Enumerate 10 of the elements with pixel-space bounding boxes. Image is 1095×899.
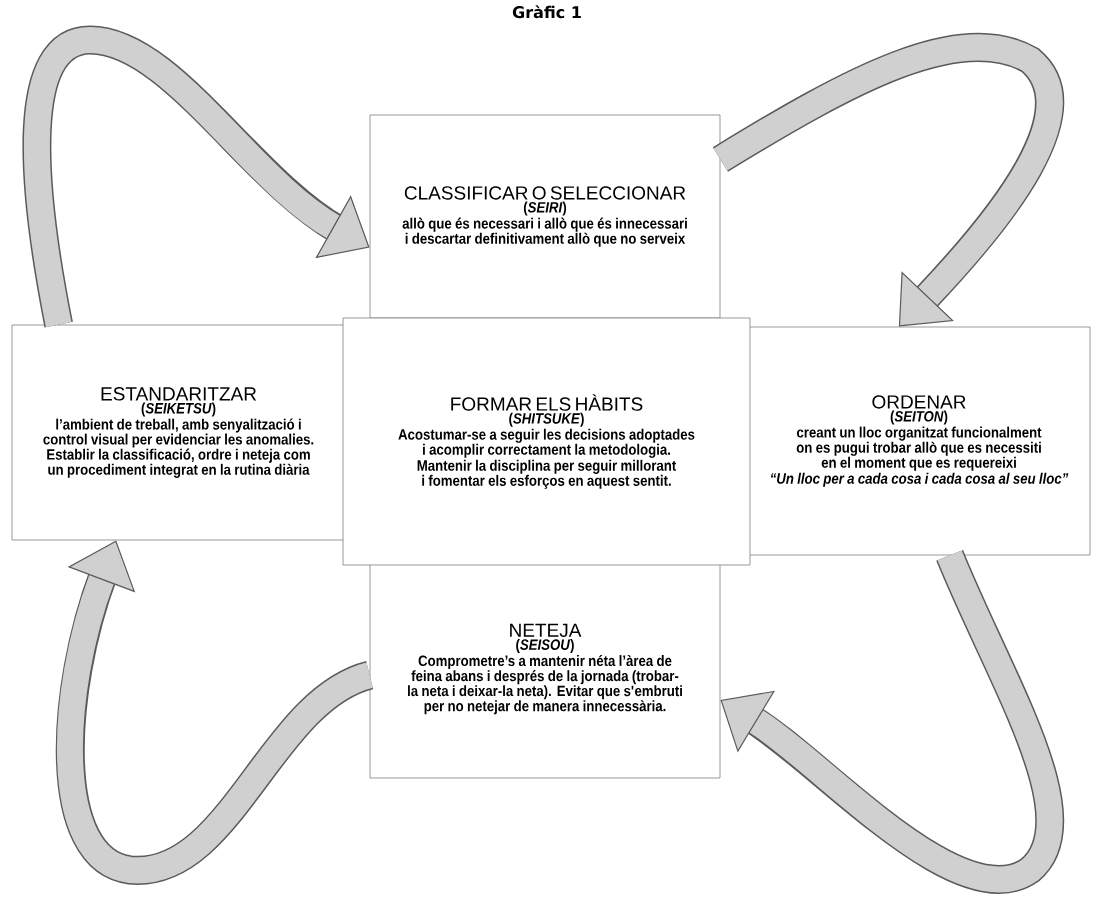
ribbon-arrow [720, 549, 1065, 894]
ribbon-arrow [55, 540, 375, 885]
text-box: FORMAR ELS HÀBITS (SHITSUKE) Acostumar-se a seguir les decisions adoptades i acomplir correctament la metodologia. Mantenir la disciplina per seguir millorant i fomentar els esforços en aquest sentit. [342, 317, 751, 566]
text-box: CLASSIFICAR O SELECCIONAR (SEIRI) allò que és necessari i allò que és innecessari i descartar definitivament allò que no serveix [369, 114, 721, 319]
ribbon-arrow [712, 33, 1064, 327]
ribbon-arrow [22, 25, 370, 328]
text-box: ORDENAR (SEITON) creant un lloc organitzat funcionalment on es pugui trobar allò que es necessiti en el moment que es requereixi “Un lloc per a cada cosa i cada cosa al seu lloc” [747, 326, 1091, 556]
text-box: NETEJA (SEISOU) Comprometre’s a mantenir néta l’àrea de feina abans i després de la jornada (trobar-la neta i deixar-la neta). Evitar que s'embruti per no netejar de manera innecessària. [369, 559, 721, 779]
text-box: ESTANDARITZAR (SEIKETSU) l’ambient de treball, amb senyalització i control visual per evidenciar les anomalies. Establir la classificació, ordre i neteja com un procediment integrat en la rutina diària [11, 324, 346, 541]
title: Gràfic 1 [512, 5, 581, 19]
